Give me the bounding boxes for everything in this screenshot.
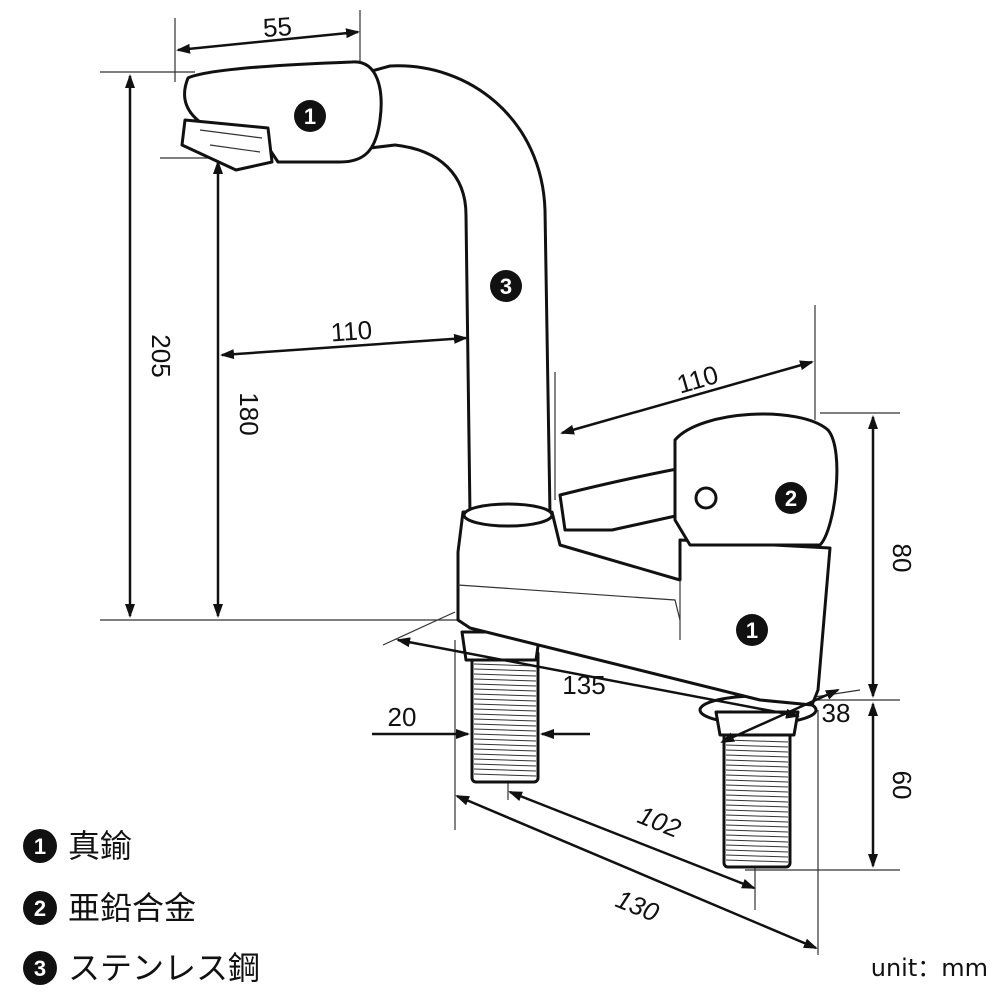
svg-text:1: 1 bbox=[34, 834, 46, 859]
label-handle-length: 110 bbox=[673, 359, 721, 399]
right-shank bbox=[698, 694, 818, 869]
legend-item-2: 2 亜鉛合金 bbox=[23, 889, 196, 927]
svg-text:2: 2 bbox=[785, 486, 797, 511]
badge-spout: 1 bbox=[294, 100, 326, 132]
label-spout-reach: 55 bbox=[262, 11, 293, 43]
svg-text:1: 1 bbox=[304, 104, 316, 129]
label-shank-center: 102 bbox=[634, 800, 686, 844]
shank-thread bbox=[725, 754, 789, 758]
label-total-height: 205 bbox=[146, 334, 176, 377]
arrow-shank-center bbox=[508, 790, 756, 890]
svg-text:ステンレス鋼: ステンレス鋼 bbox=[68, 949, 260, 987]
svg-text:1: 1 bbox=[746, 618, 758, 643]
legend-item-1: 1 真鍮 bbox=[23, 827, 132, 865]
spout-neck bbox=[366, 64, 552, 517]
label-base-depth: 38 bbox=[822, 698, 851, 728]
legend-item-3: 3 ステンレス鋼 bbox=[23, 949, 260, 987]
shank-thread bbox=[473, 718, 537, 722]
shank-thread bbox=[725, 779, 789, 783]
svg-text:3: 3 bbox=[34, 956, 46, 981]
label-spout-to-body: 110 bbox=[330, 315, 373, 348]
shank-thread bbox=[725, 764, 789, 768]
svg-text:亜鉛合金: 亜鉛合金 bbox=[68, 889, 196, 927]
shank-thread bbox=[473, 773, 537, 777]
arrow-spout-reach bbox=[176, 28, 360, 54]
badge-handle: 2 bbox=[775, 482, 807, 514]
shank-thread bbox=[473, 738, 537, 742]
faucet-illustration bbox=[180, 60, 839, 869]
shank-thread bbox=[725, 759, 789, 763]
label-base-width: 130 bbox=[612, 884, 664, 928]
shank-thread bbox=[473, 723, 537, 727]
shank-thread bbox=[725, 769, 789, 773]
arrow-base-depth bbox=[720, 688, 840, 744]
arrow-spout-to-body bbox=[220, 333, 468, 360]
shank-thread bbox=[473, 733, 537, 737]
shank-thread bbox=[473, 758, 537, 762]
shank-thread bbox=[725, 749, 789, 753]
svg-text:3: 3 bbox=[500, 274, 512, 299]
badge-neck: 3 bbox=[490, 270, 522, 302]
label-spout-height: 180 bbox=[234, 392, 264, 435]
shank-thread bbox=[473, 763, 537, 767]
shank-thread bbox=[725, 774, 789, 778]
label-shank-length: 60 bbox=[887, 771, 917, 800]
badge-body: 1 bbox=[736, 614, 768, 646]
shank-thread bbox=[725, 784, 789, 788]
shank-thread bbox=[725, 744, 789, 748]
arrow-handle-length bbox=[560, 360, 814, 435]
shank-thread bbox=[473, 753, 537, 757]
label-hole-spacing: 135 bbox=[562, 670, 605, 700]
shank-thread bbox=[725, 789, 789, 793]
label-shank-diameter: 20 bbox=[388, 702, 417, 732]
label-body-height: 80 bbox=[887, 544, 917, 573]
part-badges: 1 3 2 1 bbox=[294, 100, 807, 646]
shank-thread bbox=[473, 728, 537, 732]
svg-text:2: 2 bbox=[34, 896, 46, 921]
arrow-base-width bbox=[455, 794, 818, 950]
material-legend: 1 真鍮 2 亜鉛合金 3 ステンレス鋼 bbox=[23, 827, 260, 987]
shank-thread bbox=[473, 743, 537, 747]
dimension-arrows bbox=[125, 28, 878, 950]
shank-thread bbox=[473, 748, 537, 752]
unit-label: unit：mm bbox=[871, 954, 988, 982]
shank-thread bbox=[473, 768, 537, 772]
svg-text:真鍮: 真鍮 bbox=[68, 827, 132, 865]
